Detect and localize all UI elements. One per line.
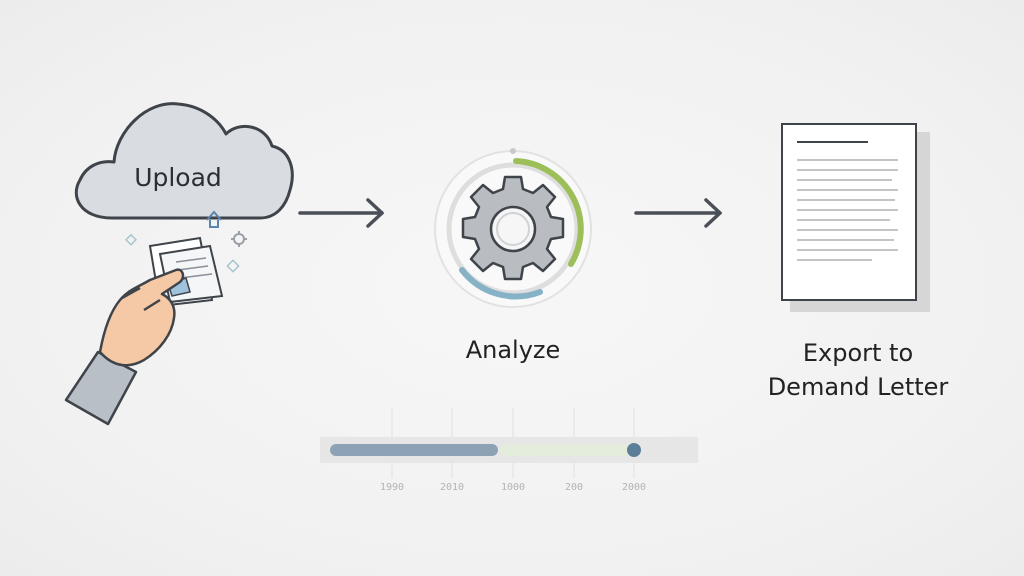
arrow-right-icon: [298, 198, 384, 228]
tick-label: 1990: [379, 482, 405, 493]
export-label-line2: Demand Letter: [767, 373, 949, 401]
tick-label: 2010: [439, 482, 465, 493]
small-gear-icon: [231, 231, 247, 247]
tick-label: 2000: [621, 482, 647, 493]
gear-icon: [461, 175, 565, 281]
sparkle-icon: [124, 233, 240, 273]
document-icon: [781, 123, 930, 312]
tick-label: 1000: [500, 482, 526, 493]
arrow-right-icon: [634, 198, 722, 228]
export-label-line1: Export to: [802, 339, 914, 367]
export-label: Export to Demand Letter: [740, 336, 976, 404]
progress-bar: [320, 408, 698, 478]
tick-label: 200: [564, 482, 584, 493]
upload-arrow-icon: [206, 210, 222, 228]
upload-label: Upload: [134, 163, 222, 192]
cloud-icon: [74, 102, 294, 220]
hand-icon: [64, 268, 185, 426]
analyze-label: Analyze: [465, 336, 561, 364]
